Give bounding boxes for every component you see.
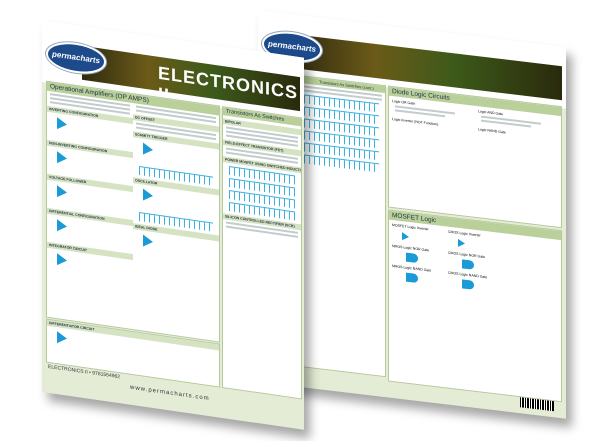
op-amp-icon [57,331,67,345]
buffer-gate-icon [402,232,409,242]
nand-gate-icon [462,279,474,290]
op-amp-icon [57,185,67,199]
op-amp-icon [57,253,67,267]
op-amp-icon [57,151,67,165]
op-amp-icon [57,219,67,233]
nand-gate-icon [406,272,418,284]
nor-gate-icon [406,252,418,264]
op-amps-section: Operational Amplifiers (OP AMPS) Inverti… [46,80,220,343]
website: www.permacharts.com [130,384,210,403]
op-amp-icon [57,117,67,131]
transistor-switches-section: Transistors As Switches Bipolar Field-Ef… [222,105,302,400]
front-sheet: ELECTRONICS II permacharts Operational A… [42,20,304,430]
back-sheet: permacharts Transistors As Switches (con… [258,10,566,419]
op-amp-icon [143,234,153,248]
op-amp-icon [143,188,153,202]
buffer-gate-icon [458,238,465,248]
nor-gate-icon [462,259,474,270]
op-amp-icon [143,142,153,156]
